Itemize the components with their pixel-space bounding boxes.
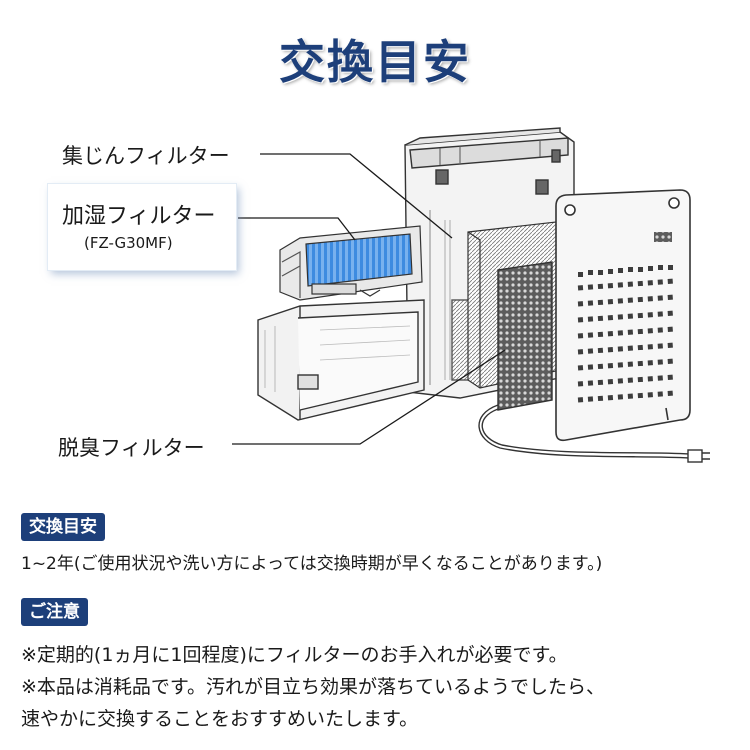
notes-line-3: 速やかに交換することをおすすめいたします。 xyxy=(21,708,419,730)
front-panel xyxy=(555,189,691,442)
leader-lines xyxy=(232,153,506,445)
purifier-illustration xyxy=(232,127,710,463)
label-humidifying-filter-box: 加湿フィルター (FZ-G30MF) xyxy=(48,184,236,270)
label-deodorizing-filter: 脱臭フィルター xyxy=(58,436,205,460)
replace-text: 1~2年(ご使用状況や洗い方によっては交換時期が早くなることがあります。) xyxy=(21,554,603,574)
filter-diagram: 集じんフィルター 加湿フィルター (FZ-G30MF) 脱臭フィルター xyxy=(0,100,750,500)
label-humidifying-filter: 加湿フィルター xyxy=(62,204,216,229)
panel-grille-rows xyxy=(577,278,676,403)
power-cord xyxy=(478,404,710,463)
notes-line-1: ※定期的(1ヵ月に1回程度)にフィルターのお手入れが必要です。 xyxy=(21,644,568,666)
label-dust-filter: 集じんフィルター xyxy=(62,144,230,168)
page-title: 交換目安 xyxy=(279,35,471,89)
humidifying-filter xyxy=(279,225,423,301)
replace-badge: 交換目安 xyxy=(21,513,105,541)
notes-line-2: ※本品は消耗品です。汚れが目立ち効果が落ちているようでしたら、 xyxy=(21,676,606,698)
water-tank xyxy=(257,299,425,421)
label-humidifying-filter-model: (FZ-G30MF) xyxy=(84,234,173,252)
notes-badge: ご注意 xyxy=(21,598,88,626)
deodorizing-filter xyxy=(497,261,553,411)
panel-grille xyxy=(578,265,673,277)
